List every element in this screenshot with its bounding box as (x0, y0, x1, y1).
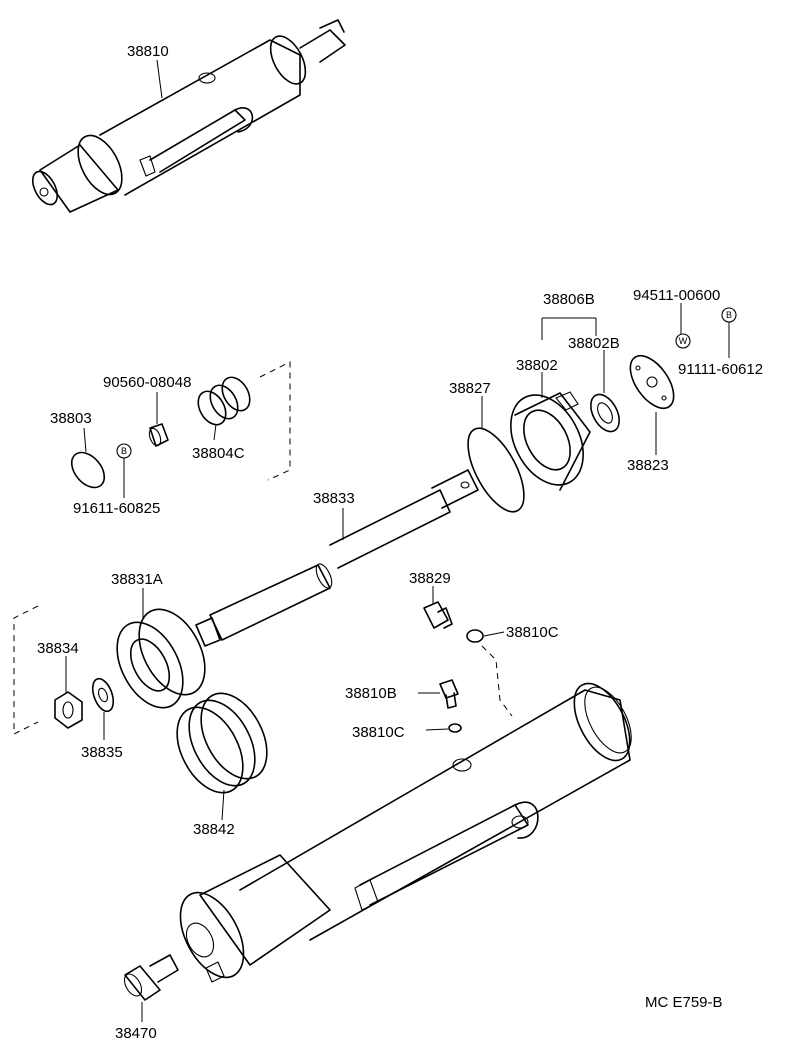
label-38470: 38470 (115, 1025, 157, 1042)
nut-38834 (54, 691, 83, 729)
bolt-38810b (439, 679, 459, 709)
power-cylinder-assembly-38810 (31, 19, 346, 213)
label-38833: 38833 (313, 490, 355, 507)
leader-38810c-upper (483, 631, 505, 637)
o-ring-38810c-lower (448, 723, 462, 733)
group-bracket-38834 (13, 605, 39, 735)
label-38803: 38803 (50, 410, 92, 427)
bushing-90560-08048 (148, 423, 169, 447)
label-94511-00600: 94511-00600 (633, 287, 720, 304)
label-38827: 38827 (449, 380, 491, 397)
label-38834: 38834 (37, 640, 79, 657)
piston-38831a (116, 608, 206, 709)
dashed-leader-ring (481, 645, 513, 717)
label-38802: 38802 (516, 357, 558, 374)
pinion-shaft-38833 (195, 469, 479, 647)
symbol-b-lower: B (116, 443, 132, 459)
label-38806b: 38806B (543, 291, 595, 308)
label-38810b: 38810B (345, 685, 397, 702)
label-38842: 38842 (193, 821, 235, 838)
label-91611-60825: 91611-60825 (73, 500, 160, 517)
oil-seal-38802b (590, 393, 620, 433)
o-ring-38827 (467, 427, 525, 513)
label-38810: 38810 (127, 43, 169, 60)
svg-text:B: B (121, 446, 127, 456)
label-38810c-upper: 38810C (506, 624, 559, 641)
label-38802b: 38802B (568, 335, 620, 352)
plate-38823 (629, 354, 675, 410)
group-bracket-38804c (259, 361, 291, 481)
label-38831a: 38831A (111, 571, 163, 588)
svg-text:B: B (726, 310, 732, 320)
piston-cap-38803 (70, 451, 106, 489)
union-38829 (423, 601, 453, 629)
leader-38803 (83, 427, 87, 453)
bracket-38806b (541, 317, 597, 340)
spring-seat-38804c (197, 376, 251, 426)
leader-38810 (156, 59, 163, 99)
drawing-code: MC E759-B (645, 994, 723, 1011)
label-38810c-lower: 38810C (352, 724, 405, 741)
symbol-b-upper: B (721, 307, 737, 323)
label-38804c: 38804C (192, 445, 245, 462)
cylinder-body (179, 682, 632, 983)
leader-38810c-lower (425, 728, 449, 731)
label-38823: 38823 (627, 457, 669, 474)
svg-text:W: W (679, 336, 688, 346)
washer-38835 (91, 677, 115, 713)
label-38835: 38835 (81, 744, 123, 761)
symbol-w: W (675, 333, 691, 349)
plug-38470 (123, 954, 179, 1001)
label-90560-08048: 90560-08048 (103, 374, 191, 391)
label-91111-60612: 91111-60612 (678, 361, 763, 378)
label-38829: 38829 (409, 570, 451, 587)
leader-38842 (221, 789, 225, 821)
o-ring-38810c-upper (466, 629, 484, 643)
piston-ring-38842 (176, 692, 268, 794)
leader-38804c (213, 423, 217, 441)
seal-housing-38802 (510, 391, 591, 491)
